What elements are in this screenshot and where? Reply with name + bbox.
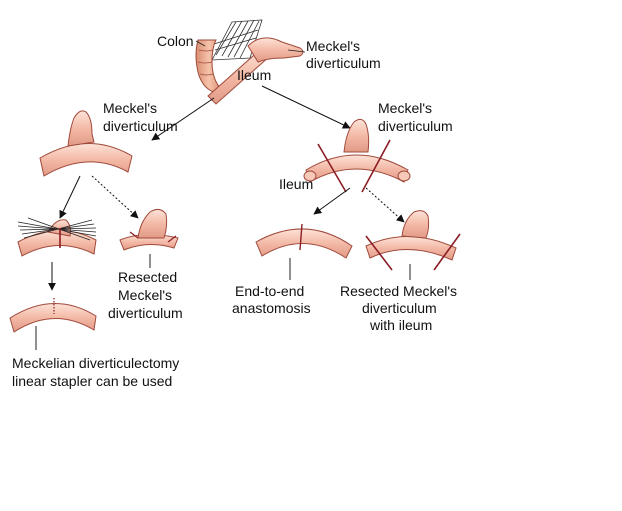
anastomosis-bowel xyxy=(255,223,353,259)
resected-left xyxy=(119,208,179,251)
arrow-left-dotted xyxy=(91,175,139,219)
arrow-right-solid xyxy=(313,187,351,215)
stapler-bowel xyxy=(17,217,97,257)
label-resected-left-1: Resected xyxy=(118,269,177,285)
arrow-right-dotted xyxy=(365,187,405,223)
mesentery xyxy=(211,19,263,61)
label-meckels-left-1: Meckel's xyxy=(103,100,157,116)
label-meckels-top-1: Meckel's xyxy=(306,38,360,54)
label-resected-left-3: diverticulum xyxy=(108,305,183,321)
label-meckels-right-2: diverticulum xyxy=(378,118,453,134)
arrow-left-solid xyxy=(59,175,81,219)
label-colon: Colon xyxy=(157,33,194,49)
right-middle-bowel xyxy=(303,118,411,193)
meckels-diverticulum-top xyxy=(247,37,304,63)
top-anatomy xyxy=(195,19,304,105)
label-resected-right-2: diverticulum xyxy=(362,300,437,316)
arrow-top-left xyxy=(151,97,215,141)
label-meckels-left-2: diverticulum xyxy=(103,118,178,134)
left-middle-bowel xyxy=(39,110,133,177)
label-ileum-top: Ileum xyxy=(237,67,271,83)
resected-right xyxy=(365,210,461,271)
label-ileum-right: Ileum xyxy=(279,176,313,192)
stapled-bowel xyxy=(9,298,97,333)
label-resected-right-1: Resected Meckel's xyxy=(340,283,457,299)
label-resected-right-3: with ileum xyxy=(369,317,432,333)
label-end-to-end-1: End-to-end xyxy=(235,283,304,299)
arrow-top-right xyxy=(261,85,351,129)
label-diverticulectomy-2: linear stapler can be used xyxy=(12,373,172,389)
label-meckels-top-2: diverticulum xyxy=(306,55,381,71)
label-diverticulectomy-1: Meckelian diverticulectomy xyxy=(12,355,179,371)
label-meckels-right-1: Meckel's xyxy=(378,100,432,116)
label-end-to-end-2: anastomosis xyxy=(232,300,311,316)
label-resected-left-2: Meckel's xyxy=(118,287,172,303)
